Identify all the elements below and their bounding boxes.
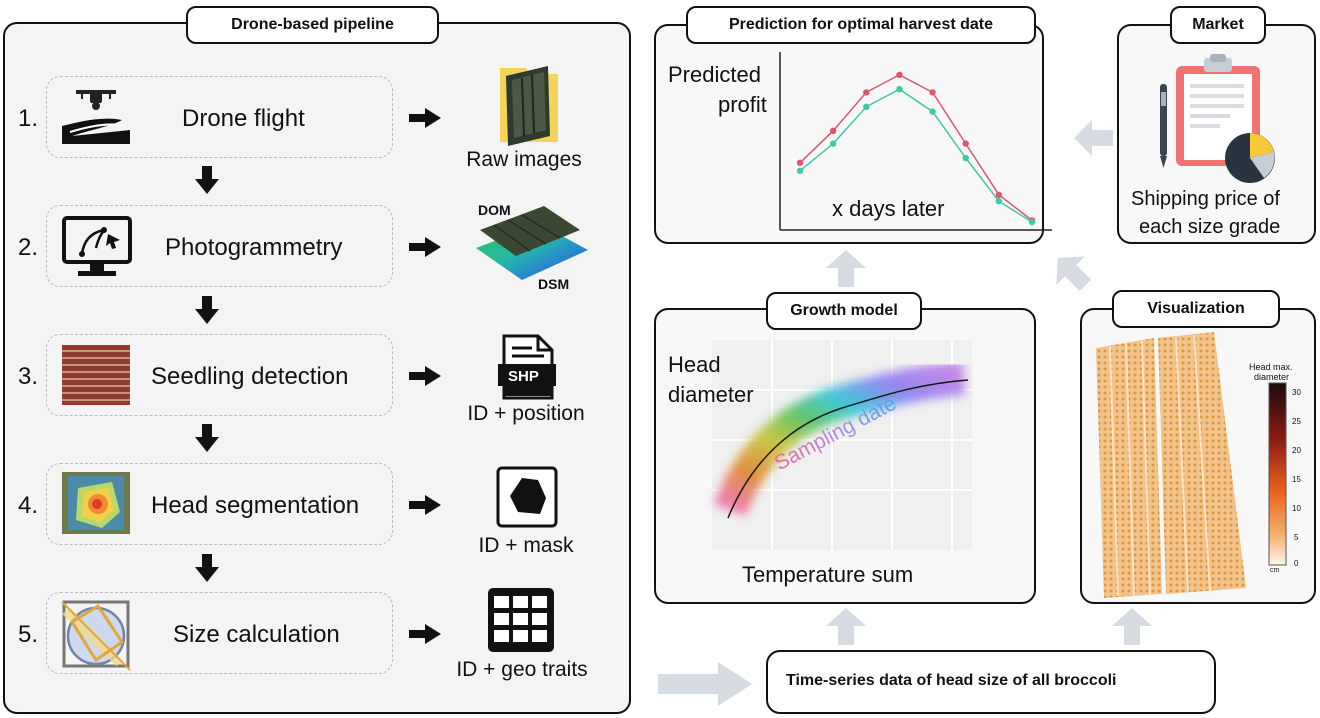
id-position-label: ID + position [467, 402, 585, 425]
flow-arrow-right-1 [409, 108, 441, 128]
drone-flight-icon [62, 90, 130, 144]
growth-title: Growth model [766, 292, 922, 330]
profit-series-2-line [799, 88, 1033, 223]
profit-series-1-point [829, 127, 837, 134]
profit-series-2-point [829, 140, 837, 147]
step-head-segmentation [46, 463, 393, 545]
dsm-label: DSM [538, 276, 570, 292]
step-4-label: Head segmentation [151, 492, 360, 519]
arrow-timeseries-to-visualization [1112, 608, 1152, 645]
market-title: Market [1170, 6, 1266, 44]
size-calculation-icon [61, 600, 131, 671]
profit-series-2-point [995, 198, 1003, 205]
step-5-number: 5. [18, 621, 39, 648]
dom-label: DOM [478, 202, 511, 218]
profit-series-1-point [796, 159, 804, 166]
profit-chart [779, 52, 1052, 231]
head-heatmap-icon [62, 472, 130, 534]
step-1-number: 1. [18, 105, 39, 132]
colorbar-tick-25: 25 [1292, 417, 1301, 426]
profit-series-2-point [796, 167, 804, 174]
profit-series-1-point [962, 140, 969, 147]
flow-arrow-right-2 [409, 237, 441, 257]
profit-series-2-point [929, 108, 936, 115]
legend-title-line2: diameter [1254, 372, 1290, 382]
profit-series-1-point [896, 71, 903, 78]
flow-arrow-down-1 [195, 166, 219, 194]
arrow-market-to-prediction [1074, 120, 1113, 156]
timeseries-box [766, 650, 1216, 714]
arrow-timeseries-to-growth [826, 608, 866, 645]
flow-arrow-right-3 [409, 366, 441, 386]
market-caption-line2: each size grade [1139, 216, 1281, 238]
timeseries-label: Time-series data of head size of all bro… [786, 672, 1117, 689]
step-4-number: 4. [18, 492, 39, 519]
profit-series-2-point [896, 86, 903, 93]
shp-label: SHP [508, 368, 539, 385]
arrow-pipeline-to-timeseries [658, 662, 752, 706]
id-geo-traits-label: ID + geo traits [456, 658, 588, 681]
photogrammetry-icon [62, 216, 132, 276]
flow-arrow-right-5 [409, 624, 441, 644]
colorbar-tick-30: 30 [1292, 388, 1301, 397]
step-drone-flight [46, 76, 393, 158]
id-mask-label: ID + mask [478, 534, 574, 557]
legend-title-line1: Head max. [1249, 362, 1293, 372]
head-diameter-label-2: diameter [668, 382, 754, 407]
flow-arrow-down-3 [195, 424, 219, 452]
profit-series-2-point [962, 154, 969, 162]
clipboard-pie-icon [1160, 54, 1275, 183]
step-photogrammetry [46, 205, 393, 287]
shp-file-icon [498, 334, 556, 400]
profit-series-1-point [929, 89, 936, 96]
step-1-label: Drone flight [182, 105, 305, 132]
step-2-number: 2. [18, 234, 39, 261]
step-seedling-detection [46, 334, 393, 416]
step-2-label: Photogrammetry [165, 234, 343, 261]
step-5-label: Size calculation [173, 621, 340, 648]
flow-arrow-down-2 [195, 296, 219, 324]
profit-series-2-point [1028, 218, 1036, 226]
dom-dsm-layers-icon [476, 206, 588, 280]
diameter-colorbar [1268, 382, 1287, 566]
market-caption-line1: Shipping price of [1131, 188, 1280, 210]
mask-shape-icon [496, 466, 558, 528]
step-size-calculation [46, 592, 393, 674]
head-diameter-label-1: Head [668, 352, 721, 377]
raw-images-folder-icon [500, 66, 558, 146]
pipeline-title: Drone-based pipeline [186, 6, 439, 44]
arrow-visualization-to-prediction [1056, 256, 1092, 292]
predicted-profit-label-1: Predicted [668, 62, 761, 87]
colorbar-unit: cm [1270, 567, 1280, 574]
colorbar-tick-15: 15 [1292, 475, 1301, 484]
colorbar-tick-20: 20 [1292, 446, 1301, 455]
growth-scatter-plot [712, 340, 972, 550]
predicted-profit-label-2: profit [718, 92, 767, 117]
profit-series-1-point [995, 191, 1003, 198]
step-3-label: Seedling detection [151, 363, 349, 390]
flow-arrow-right-4 [409, 495, 441, 515]
x-days-later-label: x days later [832, 196, 945, 221]
flow-arrow-down-4 [195, 554, 219, 582]
field-map [1096, 332, 1246, 598]
seedling-field-icon [62, 345, 130, 405]
visualization-title: Visualization [1112, 290, 1280, 328]
colorbar-tick-10: 10 [1292, 504, 1301, 513]
profit-series-1-point [863, 89, 870, 96]
profit-series-2-point [863, 103, 870, 110]
profit-series-1-line [799, 73, 1033, 221]
table-grid-icon [488, 588, 554, 652]
colorbar-tick-5: 5 [1294, 533, 1299, 542]
step-3-number: 3. [18, 363, 39, 390]
colorbar-tick-0: 0 [1294, 559, 1299, 568]
arrow-growth-to-prediction [826, 250, 866, 287]
temperature-sum-label: Temperature sum [742, 562, 914, 587]
prediction-title: Prediction for optimal harvest date [686, 6, 1036, 44]
raw-images-label: Raw images [466, 148, 582, 171]
